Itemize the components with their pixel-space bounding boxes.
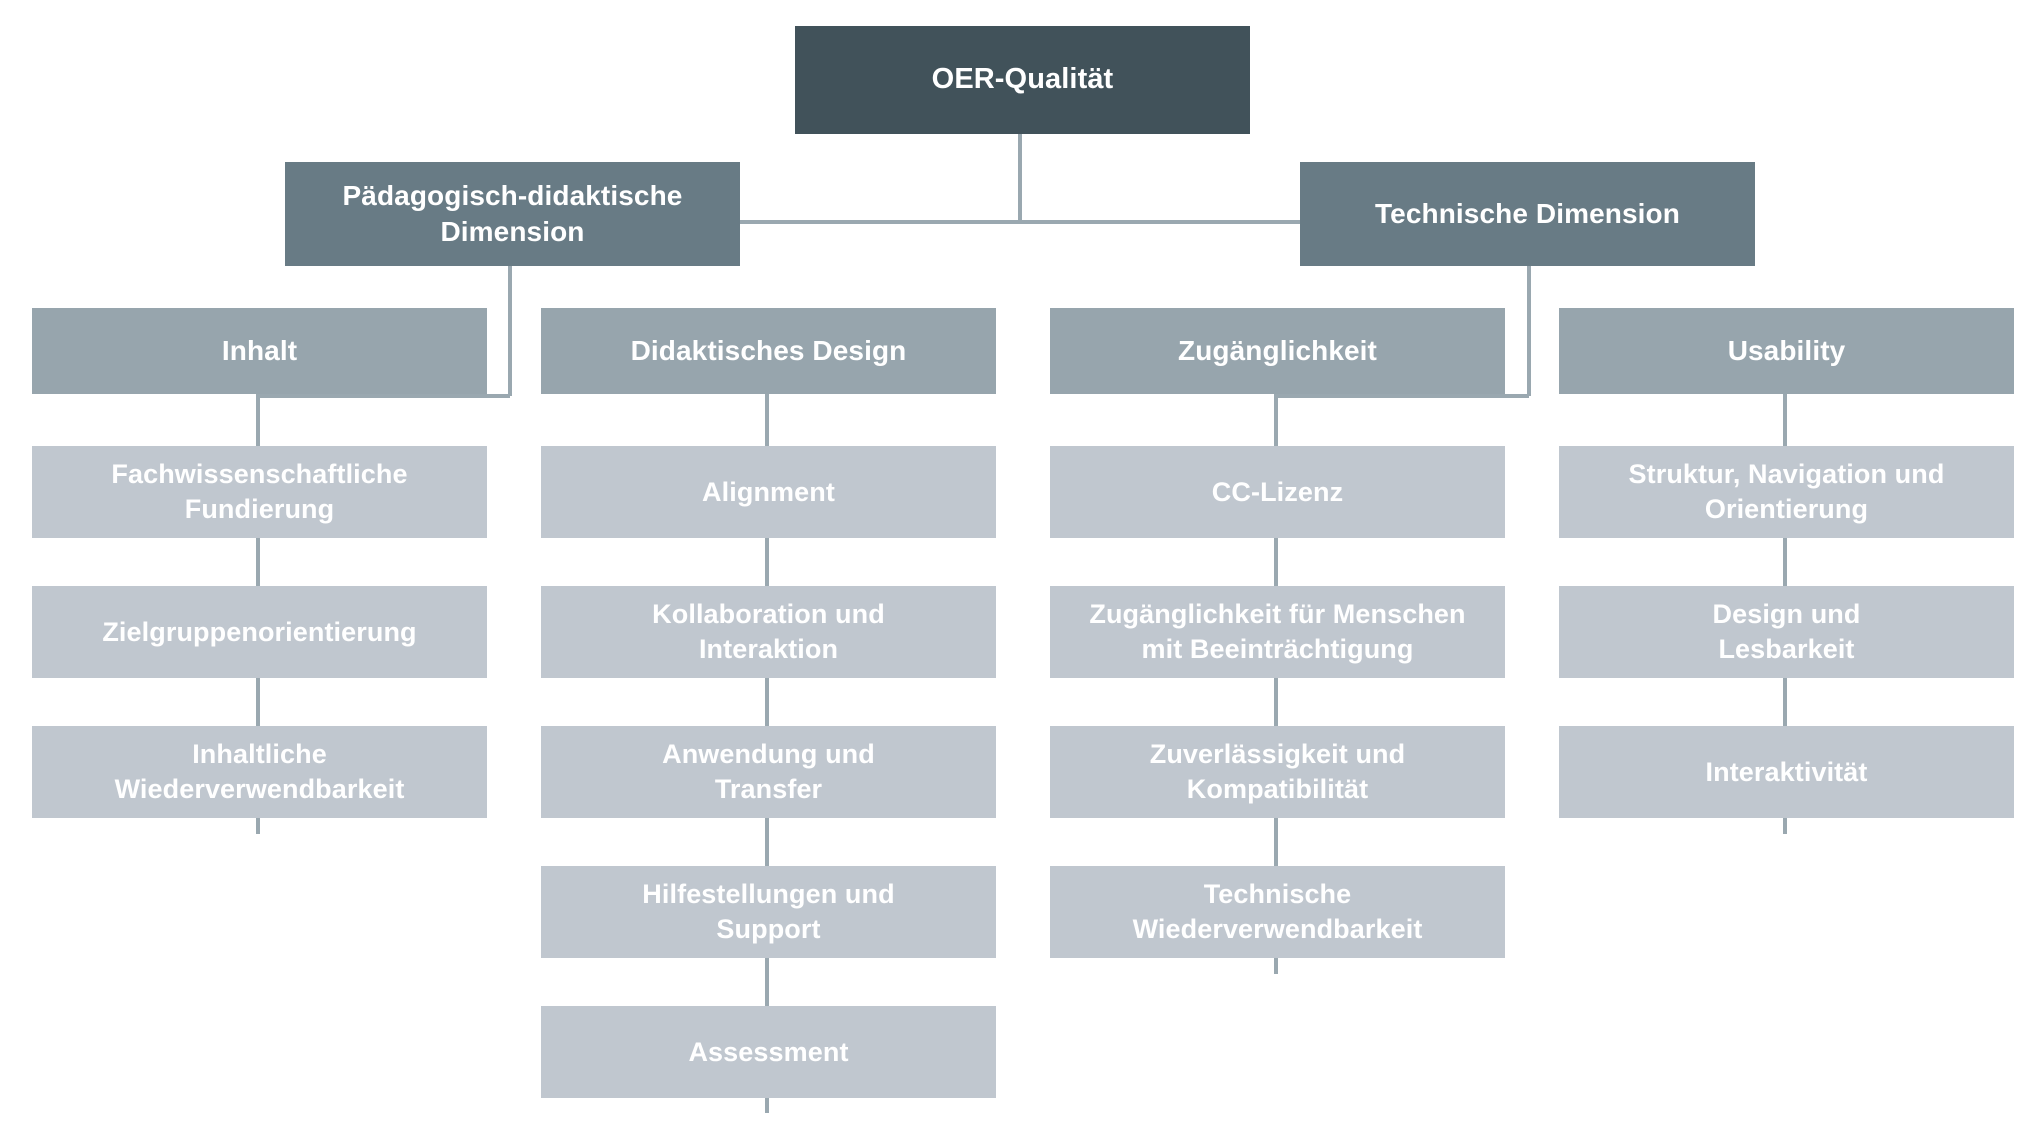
node-label: Struktur, Navigation und Orientierung bbox=[1628, 459, 1945, 524]
node-label: Zielgruppenorientierung bbox=[102, 616, 417, 647]
node-dimension-paedagogisch[interactable]: Pädagogisch-didaktische Dimension bbox=[285, 162, 740, 266]
node-leaf-technische-wiederverwendbarkeit[interactable]: Technische Wiederverwendbarkeit bbox=[1050, 866, 1505, 958]
node-label: Alignment bbox=[702, 476, 835, 507]
node-leaf-design-und-lesbarkeit[interactable]: Design und Lesbarkeit bbox=[1559, 586, 2014, 678]
node-leaf-inhaltliche-wiederverwendbarkeit[interactable]: Inhaltliche Wiederverwendbarkeit bbox=[32, 726, 487, 818]
node-label: Zugänglichkeit bbox=[1178, 335, 1377, 367]
node-leaf-zielgruppenorientierung[interactable]: Zielgruppenorientierung bbox=[32, 586, 487, 678]
node-leaf-interaktivitaet[interactable]: Interaktivität bbox=[1559, 726, 2014, 818]
node-label: CC-Lizenz bbox=[1211, 476, 1344, 507]
node-label: Hilfestellungen und Support bbox=[642, 879, 895, 944]
node-dimension-technisch[interactable]: Technische Dimension bbox=[1300, 162, 1755, 266]
node-category-inhalt[interactable]: Inhalt bbox=[32, 308, 487, 394]
node-label: Anwendung und Transfer bbox=[662, 739, 875, 804]
node-label: Technische Wiederverwendbarkeit bbox=[1132, 879, 1423, 944]
node-label: Didaktisches Design bbox=[630, 335, 907, 367]
node-label: Inhalt bbox=[221, 335, 298, 367]
node-leaf-alignment[interactable]: Alignment bbox=[541, 446, 996, 538]
node-leaf-zugaenglichkeit-fuer-menschen-mit-beeintraechtigung[interactable]: Zugänglichkeit für Menschen mit Beeinträ… bbox=[1050, 586, 1505, 678]
node-category-didaktisches-design[interactable]: Didaktisches Design bbox=[541, 308, 996, 394]
node-leaf-cc-lizenz[interactable]: CC-Lizenz bbox=[1050, 446, 1505, 538]
connector-technisch-bus bbox=[1277, 394, 1529, 398]
connector-paedagogisch-bus bbox=[258, 394, 510, 398]
node-root-oer-qualitaet[interactable]: OER-Qualität bbox=[795, 26, 1250, 134]
node-leaf-kollaboration-und-interaktion[interactable]: Kollaboration und Interaktion bbox=[541, 586, 996, 678]
node-leaf-hilfestellungen-und-support[interactable]: Hilfestellungen und Support bbox=[541, 866, 996, 958]
node-label: Interaktivität bbox=[1705, 756, 1868, 787]
connector-paedagogisch-stem bbox=[508, 266, 512, 396]
node-label: Design und Lesbarkeit bbox=[1712, 599, 1861, 664]
node-leaf-struktur-navigation-und-orientierung[interactable]: Struktur, Navigation und Orientierung bbox=[1559, 446, 2014, 538]
node-label: Zugänglichkeit für Menschen mit Beeinträ… bbox=[1089, 599, 1466, 664]
node-label: Assessment bbox=[688, 1036, 849, 1067]
node-leaf-zuverlaessigkeit-und-kompatibilitaet[interactable]: Zuverlässigkeit und Kompatibilität bbox=[1050, 726, 1505, 818]
node-category-zugaenglichkeit[interactable]: Zugänglichkeit bbox=[1050, 308, 1505, 394]
node-leaf-fachwissenschaftliche-fundierung[interactable]: Fachwissenschaftliche Fundierung bbox=[32, 446, 487, 538]
node-label: Inhaltliche Wiederverwendbarkeit bbox=[114, 739, 405, 804]
node-label: OER-Qualität bbox=[931, 63, 1114, 96]
node-leaf-assessment[interactable]: Assessment bbox=[541, 1006, 996, 1098]
node-label: Zuverlässigkeit und Kompatibilität bbox=[1149, 739, 1406, 804]
node-label: Pädagogisch-didaktische Dimension bbox=[342, 180, 683, 247]
node-label: Fachwissenschaftliche Fundierung bbox=[111, 459, 408, 524]
node-label: Usability bbox=[1727, 335, 1846, 367]
node-leaf-anwendung-und-transfer[interactable]: Anwendung und Transfer bbox=[541, 726, 996, 818]
connector-root-bus bbox=[740, 220, 1300, 224]
connector-root-stem bbox=[1018, 134, 1022, 222]
connector-technisch-stem bbox=[1527, 266, 1531, 396]
node-label: Technische Dimension bbox=[1375, 198, 1680, 230]
connector-spine-zugaenglichkeit bbox=[1274, 394, 1278, 974]
node-category-usability[interactable]: Usability bbox=[1559, 308, 2014, 394]
node-label: Kollaboration und Interaktion bbox=[652, 599, 885, 664]
